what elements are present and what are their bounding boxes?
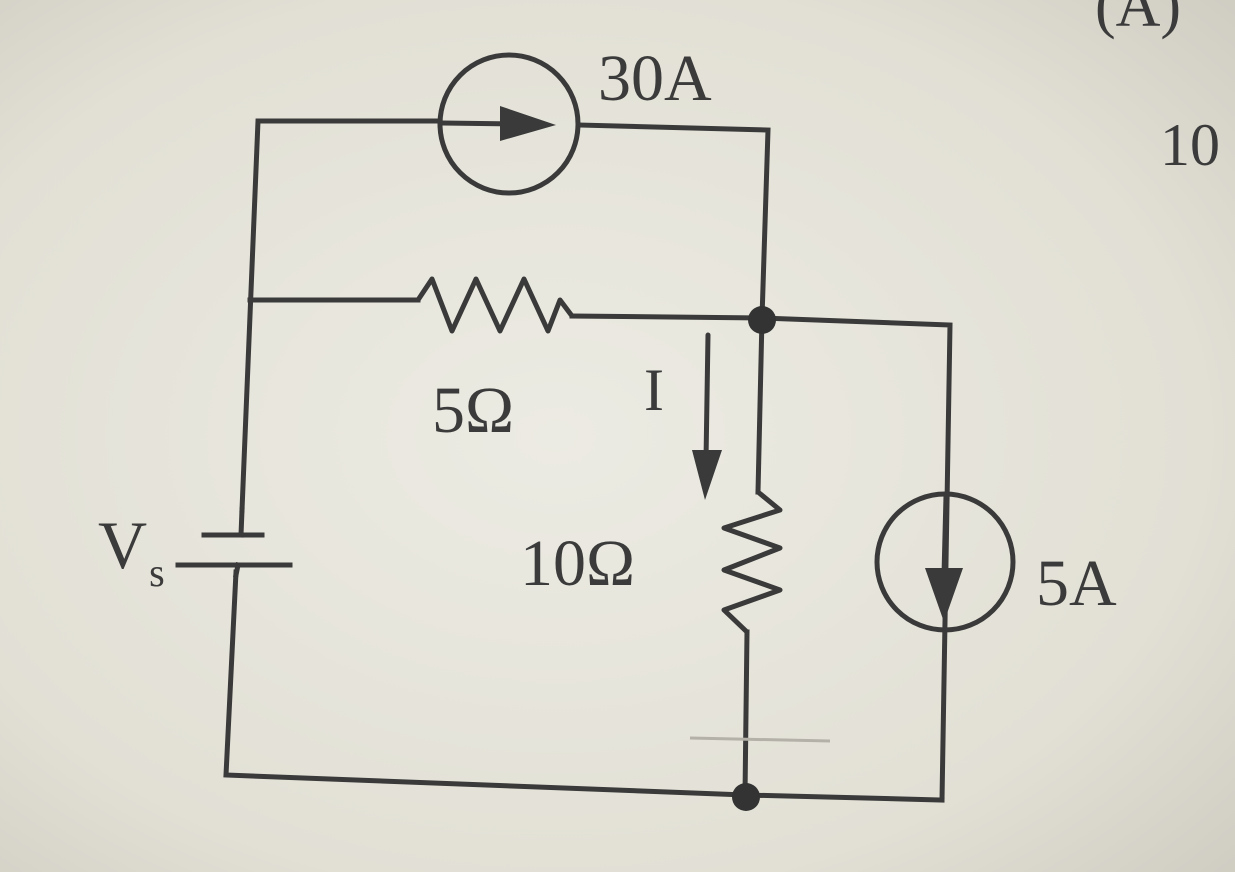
label-30a: 30A bbox=[598, 42, 712, 115]
current-source-5a-arrow-head bbox=[925, 568, 963, 622]
current-arrow-shaft bbox=[703, 332, 711, 463]
current-arrow-head bbox=[692, 450, 722, 500]
junction-node-top bbox=[748, 306, 776, 334]
top-paren-text: (A) bbox=[1095, 0, 1181, 40]
current-source-5a bbox=[874, 491, 1016, 633]
current-source-30a bbox=[437, 52, 581, 196]
wire-node-to-10ohm bbox=[755, 315, 765, 495]
resistor-10ohm bbox=[721, 489, 783, 635]
top-right-number: 10 bbox=[1160, 112, 1220, 178]
pencil-mark bbox=[689, 736, 831, 743]
battery-vs bbox=[175, 507, 293, 578]
current-arrow-i bbox=[692, 332, 722, 500]
current-source-5a-arrow-shaft bbox=[941, 493, 949, 578]
label-10ohm: 10Ω bbox=[520, 527, 635, 600]
wire-5ohm-to-node bbox=[569, 313, 765, 321]
label-5a: 5A bbox=[1036, 547, 1117, 620]
label-5ohm: 5Ω bbox=[432, 374, 514, 447]
label-voltage-vs: Vs bbox=[98, 507, 165, 595]
label-voltage-s: s bbox=[149, 550, 165, 595]
wire-bottom bbox=[223, 569, 945, 803]
wire-left-top bbox=[239, 118, 443, 513]
label-current-i: I bbox=[644, 357, 664, 423]
battery-lead-top bbox=[238, 507, 245, 538]
battery-lead-bottom bbox=[233, 562, 241, 578]
wire-10ohm-to-bottom bbox=[742, 629, 750, 798]
current-source-30a-arrow-head bbox=[500, 106, 556, 141]
wire-top-right bbox=[575, 122, 771, 321]
resistor-5ohm bbox=[415, 276, 575, 334]
junction-node-bottom bbox=[732, 783, 760, 811]
label-voltage-v: V bbox=[98, 507, 147, 583]
wire-node-right-branch bbox=[759, 315, 953, 803]
